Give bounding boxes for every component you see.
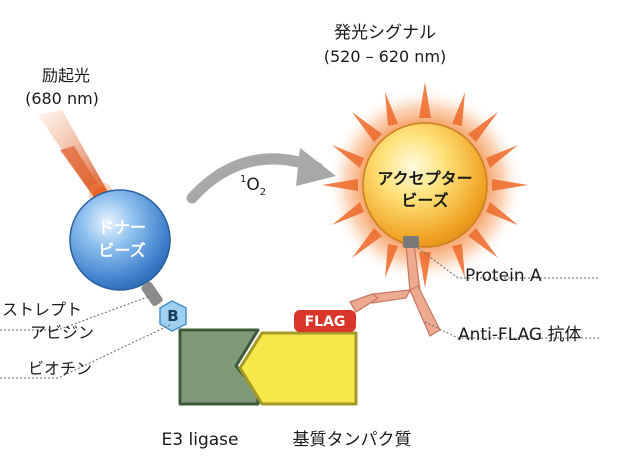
flag-tag-label: FLAG [305, 314, 346, 330]
biotin-badge-letter: B [167, 307, 178, 325]
excitation-light-beam [38, 110, 113, 206]
flag-tag [294, 310, 356, 332]
emission-title: 発光シグナル [334, 23, 436, 43]
streptavidin-connector [141, 281, 163, 307]
acceptor-bead [362, 122, 488, 248]
e3-ligase-label: E3 ligase [162, 430, 239, 450]
streptavidin-label-line2: アビジン [30, 323, 94, 342]
protein-a-connector [403, 236, 419, 248]
donor-label-line1: ドナー [98, 218, 146, 237]
leader-lines [0, 247, 600, 379]
singlet-oxygen-arrow [186, 148, 336, 204]
singlet-oxygen-label: 1O2 [240, 174, 266, 198]
anti-flag-label: Anti-FLAG 抗体 [458, 325, 581, 345]
substrate-protein-shape [238, 331, 358, 406]
streptavidin-label-line1: ストレプト [2, 300, 82, 319]
excitation-wavelength: (680 nm) [25, 89, 99, 108]
biotin-label: ビオチン [28, 359, 92, 378]
substrate-label: 基質タンパク質 [293, 430, 412, 450]
biotin-badge [159, 300, 187, 332]
protein-a-label: Protein A [465, 266, 542, 286]
excitation-title: 励起光 [42, 66, 90, 85]
emission-wavelength: (520 – 620 nm) [324, 47, 447, 66]
acceptor-label-line1: アクセプター [377, 169, 472, 188]
donor-bead [69, 189, 171, 291]
donor-label-line2: ビーズ [98, 241, 145, 260]
acceptor-label-line2: ビーズ [401, 191, 448, 210]
anti-flag-antibody [349, 243, 441, 337]
